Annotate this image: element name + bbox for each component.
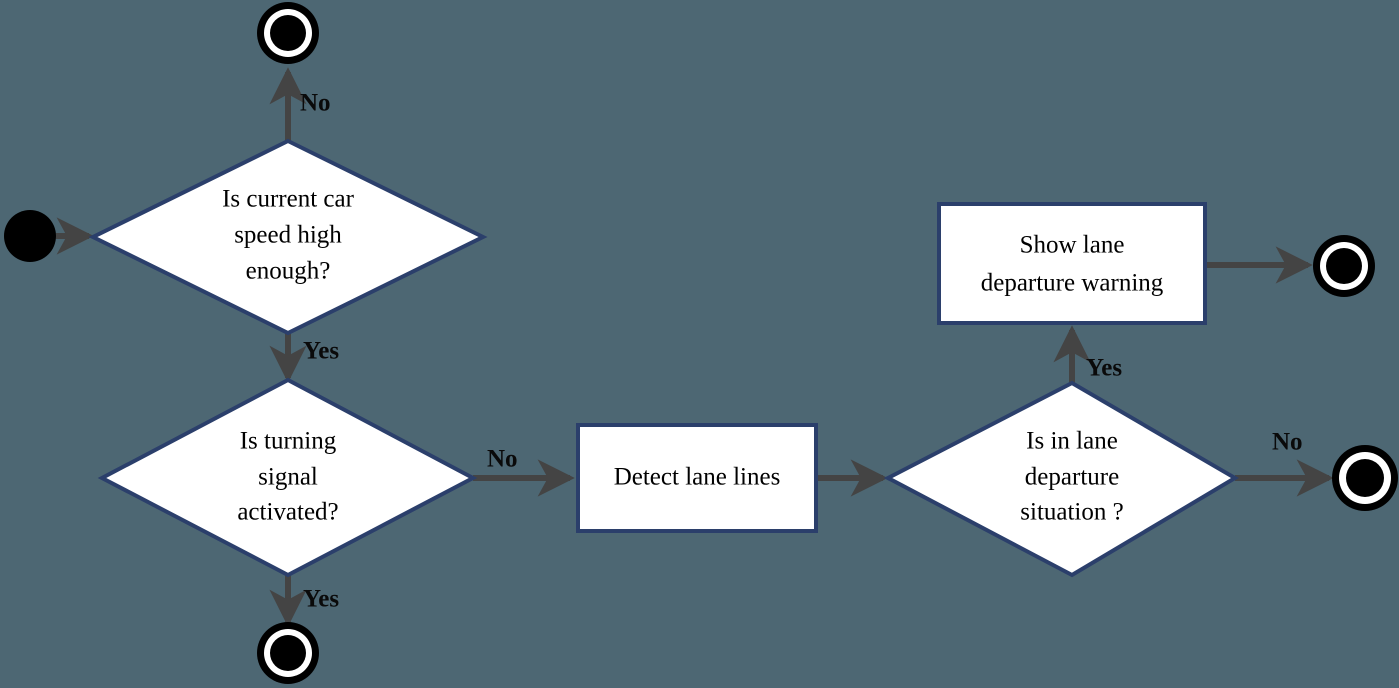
node-decision-signal[interactable]: Is turning signal activated? xyxy=(97,377,478,578)
edge-label-departure-yes: Yes xyxy=(1086,355,1122,382)
edge-label-speed-yes: Yes xyxy=(303,338,339,365)
edge-signal-yes: Yes xyxy=(269,575,339,627)
node-end-departure-no[interactable] xyxy=(1332,445,1398,511)
node-decision-speed[interactable]: Is current car speed high enough? xyxy=(88,138,488,336)
node-decision-departure-line2: departure xyxy=(1025,464,1119,491)
edge-speed-yes: Yes xyxy=(269,333,339,383)
node-decision-speed-line3: enough? xyxy=(246,258,331,285)
node-decision-departure[interactable]: Is in lane departure situation ? xyxy=(883,380,1239,578)
node-end-warning[interactable] xyxy=(1313,235,1375,297)
node-process-warning-line1: Show lane xyxy=(1020,232,1125,259)
edge-label-signal-yes: Yes xyxy=(303,586,339,613)
node-decision-departure-line3: situation ? xyxy=(1020,499,1123,526)
node-decision-signal-line3: activated? xyxy=(237,499,338,526)
edge-speed-no: No xyxy=(269,67,331,141)
node-decision-signal-line2: signal xyxy=(258,464,318,491)
edge-label-departure-no: No xyxy=(1272,429,1303,456)
edge-label-signal-no: No xyxy=(487,446,518,473)
node-decision-departure-line1: Is in lane xyxy=(1026,428,1118,455)
edge-label-speed-no: No xyxy=(300,90,331,117)
node-process-detect[interactable]: Detect lane lines xyxy=(576,423,818,533)
node-process-warning-line2: departure warning xyxy=(981,270,1164,297)
node-process-warning[interactable]: Show lane departure warning xyxy=(937,202,1207,325)
node-start[interactable] xyxy=(4,210,56,262)
node-end-signal-yes[interactable] xyxy=(257,622,319,684)
node-process-detect-label: Detect lane lines xyxy=(614,464,781,491)
edge-departure-no: No xyxy=(1235,429,1334,497)
edge-signal-no: No xyxy=(473,446,575,497)
node-decision-signal-line1: Is turning xyxy=(240,428,337,455)
node-decision-speed-line2: speed high xyxy=(234,222,342,249)
edge-departure-yes: Yes xyxy=(1053,325,1122,383)
node-decision-speed-line1: Is current car xyxy=(222,186,355,213)
node-end-speed-no[interactable] xyxy=(257,2,319,64)
